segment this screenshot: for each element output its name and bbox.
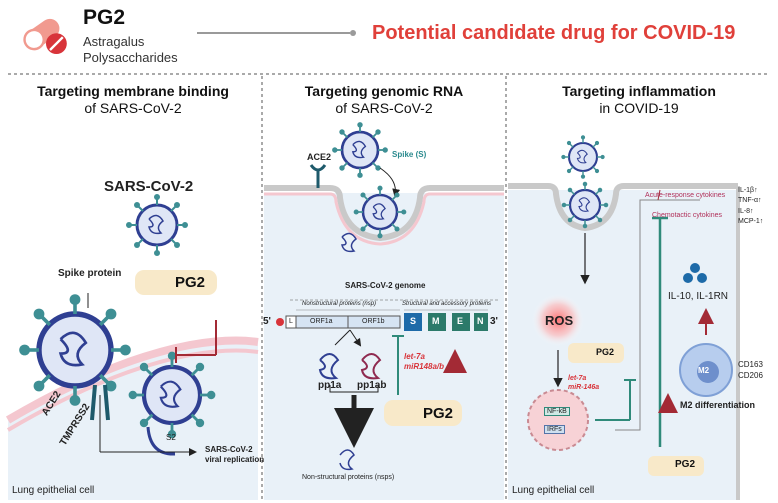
panel3-acute-label: Acute-response cytokines xyxy=(645,192,726,199)
panel3-nfkb: NF-kB xyxy=(544,407,570,416)
panel2-mirna-line1: let-7a xyxy=(404,352,425,361)
panel2-pg2-pill xyxy=(384,400,462,426)
panel1-virus-label: SARS-CoV-2 xyxy=(104,178,194,195)
panel2-pp1ab-label: pp1ab xyxy=(357,380,387,391)
panel3-il8: IL-8↑ xyxy=(738,208,754,215)
header-title: PG2 xyxy=(83,6,126,29)
panel3-title: Targeting inflammation in COVID-19 xyxy=(514,83,764,117)
panel2-mirna-line2: miR148a/b xyxy=(404,362,445,371)
panel2-orf1a-label: ORF1a xyxy=(310,318,333,325)
panel1-replication-line1: SARS-CoV-2 xyxy=(205,445,253,454)
panel2-structural-header: Structural and accessory proteins xyxy=(402,301,492,307)
panel3-title-bold: Targeting inflammation xyxy=(562,83,716,99)
panel2-title: Targeting genomic RNA of SARS-CoV-2 xyxy=(259,83,509,117)
panel1-pg2-pill xyxy=(135,270,217,295)
panel3-il10-label: IL-10, IL-1RN xyxy=(668,291,729,302)
panel3-pg2-bottom-label: PG2 xyxy=(675,459,696,470)
panel2-spike-label: Spike (S) xyxy=(392,150,427,159)
panel3-m2-diff-label: M2 differentiation xyxy=(680,400,756,410)
panel2-pg2-label: PG2 xyxy=(423,405,454,422)
panel1-s2-label: S2 xyxy=(166,433,176,442)
panel3-mirna-line1: let-7a xyxy=(568,375,587,382)
panel1-title-bold: Targeting membrane binding xyxy=(37,83,229,99)
panel1-cell-label: Lung epithelial cell xyxy=(12,485,95,496)
panel2-gene-n: N xyxy=(477,316,484,326)
panel3-cd206: CD206 xyxy=(738,371,763,380)
panel2-genome-label: SARS-CoV-2 genome xyxy=(345,281,426,290)
panel1-pg2-label: PG2 xyxy=(175,274,206,291)
panel2-cap-label: L xyxy=(289,318,293,325)
panel3-pg2-small-label: PG2 xyxy=(596,347,615,357)
panel2-gene-m: M xyxy=(432,316,440,326)
panel3-mcp1: MCP-1↑ xyxy=(738,218,764,225)
pg2-logo-icon xyxy=(23,18,67,54)
panel2-five-prime: 5' xyxy=(263,316,271,327)
panel3-title-normal: in COVID-19 xyxy=(599,100,679,116)
panel2-three-prime: 3' xyxy=(490,316,498,327)
header-tagline: Potential candidate drug for COVID-19 xyxy=(372,22,736,44)
panel2-nsp-header: Nonstructural proteins (nsp) xyxy=(302,301,377,307)
panel3-m2-label: M2 xyxy=(698,366,710,375)
panel3-mirna-line2: miR-146a xyxy=(568,384,600,391)
panel3-pg2-bottom-pill xyxy=(648,456,704,476)
panel2-nsps-label: Non-structural proteins (nsps) xyxy=(302,474,395,481)
panel2-orf1b-label: ORF1b xyxy=(362,318,385,325)
panel2-gene-s: S xyxy=(410,316,417,326)
panel2-title-bold: Targeting genomic RNA xyxy=(304,83,464,99)
panel1-spike-label: Spike protein xyxy=(58,268,122,279)
panel1-title-normal: of SARS-CoV-2 xyxy=(84,100,182,116)
panel1-replication-line2: viral replication xyxy=(205,455,265,464)
panel3-ros-label: ROS xyxy=(545,313,574,328)
panel3-irfs: IRFs xyxy=(544,425,565,434)
panel3-pg2-small-pill xyxy=(568,343,624,363)
panel2-title-normal: of SARS-CoV-2 xyxy=(335,100,433,116)
header-subtitle-line1: Astragalus xyxy=(83,34,145,49)
panel3-cell-label: Lung epithelial cell xyxy=(512,485,595,496)
panel3-chemotactic-label: Chemotactic cytokines xyxy=(652,212,723,219)
panel2-gene-e: E xyxy=(457,316,464,326)
panel3-tnfa: TNF-α↑ xyxy=(738,197,762,204)
panel3-il1b: IL-1β↑ xyxy=(738,187,758,194)
header-subtitle-line2: Polysaccharides xyxy=(83,50,178,65)
panel3-cd163: CD163 xyxy=(738,360,763,369)
panel2-pp1a-label: pp1a xyxy=(318,380,342,391)
panel2-ace2-label: ACE2 xyxy=(307,152,332,162)
panel1-title: Targeting membrane binding of SARS-CoV-2 xyxy=(8,83,258,117)
